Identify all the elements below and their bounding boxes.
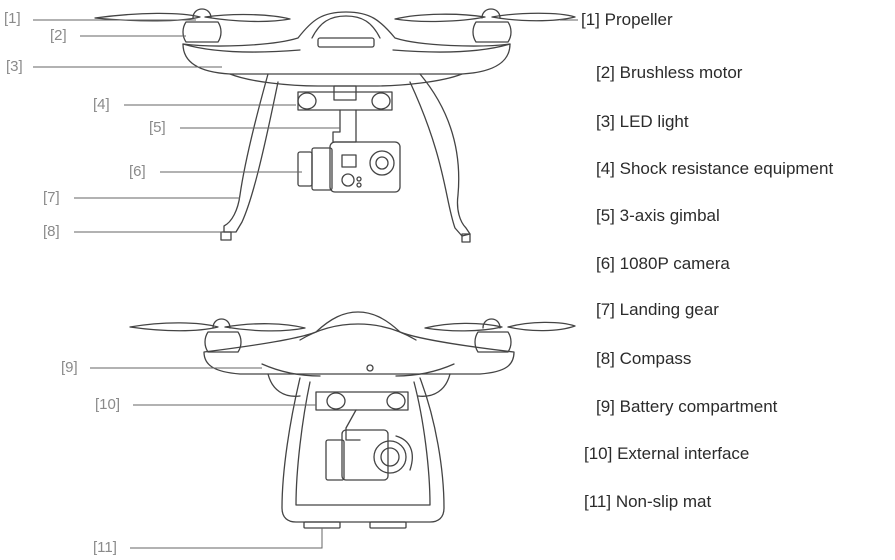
top-drone: [94, 8, 576, 243]
battery-latch: [366, 364, 374, 372]
bottom-left-prop-hub: [212, 318, 231, 329]
top-left-prop-hub: [192, 8, 212, 19]
legend-item-led-light: [3] LED light: [596, 112, 689, 131]
rear-gimbal-motor: [373, 440, 407, 474]
top-right-propeller-blade-2: [491, 12, 576, 22]
right-landing-gear: [409, 73, 471, 237]
top-right-motor: [472, 21, 512, 43]
bottom-right-propeller: [424, 322, 503, 332]
callout-2: [2]: [50, 27, 67, 44]
legend-item-brushless-motor: [2] Brushless motor: [596, 63, 743, 82]
bottom-right-motor: [474, 331, 512, 353]
bottom-drone-body: [203, 311, 515, 375]
legend-item-external-interface: [10] External interface: [584, 444, 750, 463]
camera-lens: [311, 147, 333, 191]
bottom-drone: [129, 311, 576, 529]
callout-9: [9]: [61, 359, 78, 376]
top-drone-body: [182, 11, 511, 75]
legend-item-shock-resistance: [4] Shock resistance equipment: [596, 159, 834, 178]
legend-item-non-slip-mat: [11] Non-slip mat: [584, 492, 712, 511]
left-landing-gear: [223, 73, 279, 233]
legend-item-camera: [6] 1080P camera: [596, 254, 730, 273]
legend-item-landing-gear: [7] Landing gear: [596, 300, 719, 319]
top-right-propeller: [394, 13, 486, 23]
gimbal-arm: [332, 109, 357, 143]
leader-line-11: [130, 528, 323, 549]
bottom-right-prop-hub: [482, 318, 501, 329]
external-interface: [315, 391, 409, 411]
top-right-prop-hub: [481, 8, 501, 19]
callout-6: [6]: [129, 163, 146, 180]
callout-3: [3]: [6, 58, 23, 75]
compass: [220, 231, 232, 241]
non-slip-mat-right: [369, 521, 407, 529]
legend-item-gimbal: [5] 3-axis gimbal: [596, 206, 720, 225]
top-left-propeller-blade-2: [204, 13, 291, 23]
bottom-left-propeller: [129, 322, 219, 332]
top-left-motor: [182, 21, 222, 43]
callout-1: [1]: [4, 10, 21, 27]
callout-4: [4]: [93, 96, 110, 113]
camera-body: [329, 141, 401, 193]
rear-camera-body: [341, 429, 389, 481]
legend-item-propeller: [1] Propeller: [581, 10, 673, 29]
gimbal-motor: [369, 150, 395, 176]
legend-item-compass: [8] Compass: [596, 349, 692, 368]
bottom-left-motor: [204, 331, 242, 353]
non-slip-mat-left: [303, 521, 341, 529]
callout-11: [11]: [93, 539, 117, 556]
rear-landing-frame: [281, 377, 445, 523]
callout-8: [8]: [43, 223, 60, 240]
callout-5: [5]: [149, 119, 166, 136]
callout-10: [10]: [95, 396, 121, 413]
legend-item-battery: [9] Battery compartment: [596, 397, 778, 416]
callout-7: [7]: [43, 189, 60, 206]
brand-plate: [317, 37, 375, 48]
